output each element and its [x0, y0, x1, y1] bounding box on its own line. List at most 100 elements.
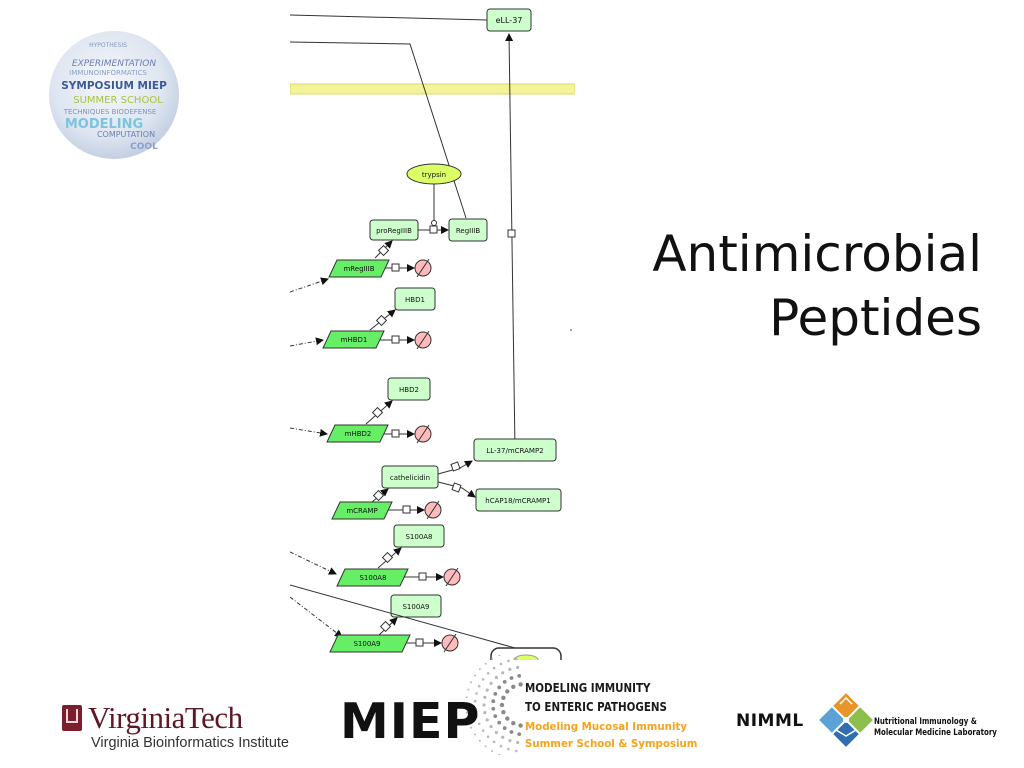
process-glyph	[391, 335, 400, 344]
summer-school-logo: HYPOTHESIS EXPERIMENTATION IMMUNOINFORMA…	[49, 31, 179, 159]
logo-word: SUMMER SCHOOL	[73, 95, 163, 106]
node-mhbd1[interactable]	[322, 330, 385, 349]
miep-dot	[498, 753, 501, 755]
node-mcramp-label: mCRAMP	[346, 507, 377, 515]
logo-word: SYMPOSIUM MIEP	[61, 80, 167, 92]
degradation-slash	[443, 633, 457, 653]
node-hbd2[interactable]	[387, 377, 431, 401]
miep-dot	[491, 657, 494, 660]
node-hbd1[interactable]	[394, 287, 436, 311]
node-mregiiib-label: mRegIIIB	[343, 265, 374, 273]
miep-dot	[465, 696, 468, 699]
miep-dot	[501, 710, 506, 715]
miep-dot	[501, 735, 505, 739]
vt-shield-icon	[62, 705, 82, 731]
miep-dot	[483, 711, 487, 715]
node-ms100a8[interactable]	[336, 568, 409, 587]
process-glyph	[415, 638, 424, 647]
edge	[290, 337, 324, 347]
stray-dot	[570, 329, 572, 331]
miep-dot	[492, 666, 496, 670]
miep-dot	[491, 750, 494, 753]
node-s100a9-label: S100A9	[402, 603, 429, 611]
miep-dot	[465, 704, 467, 706]
miep-line-3: Modeling Mucosal Immunity	[525, 720, 688, 733]
logo-word: COOL	[130, 142, 158, 152]
logo-word: COMPUTATION	[97, 130, 155, 139]
miep-dot	[515, 657, 518, 661]
process-glyph	[429, 225, 438, 234]
node-ell37[interactable]	[486, 8, 532, 32]
miep-dot	[473, 707, 477, 711]
miep-wordmark: MIEP	[340, 693, 481, 750]
node-s100a8-label: S100A8	[405, 533, 432, 541]
edge	[290, 14, 488, 21]
degradation-slash	[445, 567, 459, 587]
miep-dot	[518, 723, 523, 728]
miep-dot	[467, 688, 470, 691]
pathway-diagram: eLL-37 trypsin proRegIIIB RegIIIB mRegII…	[290, 8, 575, 660]
miep-dot	[501, 695, 506, 700]
node-ll37[interactable]	[473, 438, 557, 462]
edge	[437, 481, 476, 498]
edge	[290, 551, 337, 575]
node-partial[interactable]	[490, 647, 562, 660]
node-ms100a9[interactable]	[329, 634, 411, 653]
node-hcap18[interactable]	[475, 488, 562, 512]
title-line-2: Peptides	[769, 289, 982, 347]
miep-dot	[499, 662, 503, 666]
degradation-slash	[416, 258, 430, 278]
process-glyph	[391, 263, 400, 272]
miep-dot	[508, 667, 512, 671]
process-glyph	[379, 620, 392, 633]
process-glyph	[381, 551, 394, 564]
miep-dot	[478, 668, 481, 671]
node-ms100a9-label: S100A9	[353, 640, 380, 648]
miep-dot	[482, 703, 486, 707]
node-s100a8[interactable]	[393, 524, 445, 548]
edge	[290, 596, 343, 638]
node-hcap18-label: hCAP18/mCRAMP1	[485, 497, 550, 505]
compartment-band	[290, 83, 575, 95]
miep-dot	[483, 695, 487, 699]
miep-dot	[475, 692, 478, 695]
miep-dot	[477, 684, 481, 688]
miep-dot	[485, 718, 489, 722]
edge	[290, 584, 541, 656]
miep-dot	[505, 716, 510, 721]
node-cathelicidin-label: cathelicidin	[390, 474, 430, 482]
miep-dot	[473, 699, 477, 703]
miep-dot	[505, 689, 510, 694]
node-mhbd2[interactable]	[326, 424, 389, 443]
node-mcramp[interactable]	[331, 501, 393, 520]
miep-dot	[474, 674, 476, 677]
slide-title: Antimicrobial Peptides	[562, 222, 982, 350]
degradation-slash	[416, 424, 430, 444]
miep-dot	[494, 675, 498, 680]
node-regiiib[interactable]	[448, 218, 488, 242]
node-ll37-label: LL-37/mCRAMP2	[486, 447, 543, 455]
miep-dot	[478, 739, 481, 742]
title-line-1: Antimicrobial	[652, 225, 982, 283]
miep-dots-icon	[465, 655, 523, 755]
miep-line-4: Summer School & Symposium	[525, 737, 698, 750]
nimml-emblem-icon	[819, 693, 873, 747]
node-mregiiib[interactable]	[328, 259, 390, 278]
process-glyph	[377, 244, 390, 257]
miep-dot	[493, 692, 498, 696]
process-glyph	[418, 572, 427, 581]
node-s100a9[interactable]	[390, 594, 442, 618]
node-cathelicidin[interactable]	[381, 465, 439, 489]
miep-dot	[509, 730, 514, 734]
miep-dot	[518, 682, 523, 687]
miep-dot	[491, 699, 496, 704]
miep-dot	[486, 735, 490, 738]
miep-line-2: TO ENTERIC PATHOGENS	[525, 700, 667, 714]
nimml-wordmark: NIMML	[736, 711, 804, 731]
miep-dot	[511, 721, 516, 726]
miep-dot	[492, 740, 496, 744]
miep-dot	[507, 747, 510, 751]
nimml-line-2: Molecular Medicine Laboratory	[874, 727, 997, 737]
process-glyph	[375, 314, 388, 327]
miep-dot	[489, 725, 493, 729]
